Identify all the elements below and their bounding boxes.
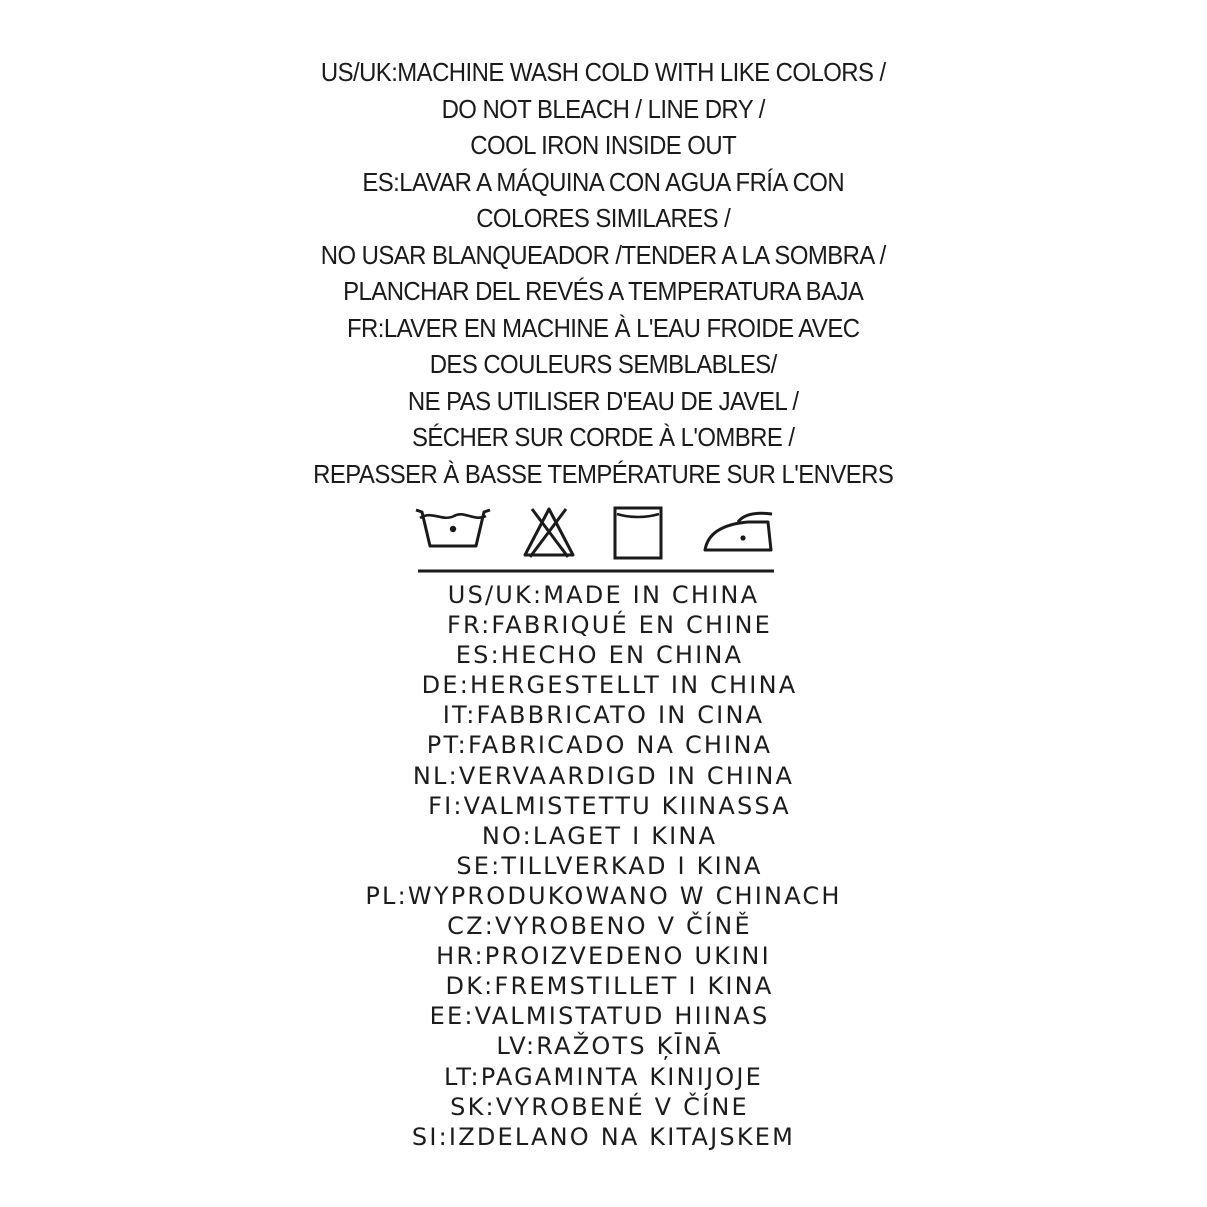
do-not-bleach-icon <box>523 507 575 558</box>
origin-line: US/UK:MADE IN CHINA <box>447 581 760 609</box>
care-line: SÉCHER SUR CORDE À L'OMBRE / <box>411 422 795 452</box>
care-line: DES COULEURS SEMBLABLES/ <box>429 349 778 379</box>
origin-line: ES:HECHO EN CHINA <box>455 641 744 670</box>
care-line: DO NOT BLEACH / LINE DRY / <box>441 93 766 124</box>
care-line: REPASSER À BASSE TEMPÉRATURE SUR L'ENVER… <box>313 458 894 489</box>
wash-cold-icon <box>415 508 491 548</box>
origin-line: NO:LAGET I KINA <box>481 821 718 850</box>
care-line: FR:LAVER EN MACHINE À L'EAU FROIDE AVEC <box>346 312 860 343</box>
origin-line: SK:VYROBENÉ V ČÍNE <box>450 1092 749 1121</box>
care-line: NO USAR BLANQUEADOR /TENDER A LA SOMBRA … <box>320 239 886 270</box>
origin-line: DE:HERGESTELLT IN CHINA <box>421 671 798 700</box>
care-symbols-graphic <box>415 506 774 573</box>
origin-line: IT:FABBRICATO IN CINA <box>442 701 765 730</box>
origin-line: FR:FABRIQUÉ EN CHINE <box>446 611 773 640</box>
origin-line: SE:TILLVERKAD I KINA <box>456 851 763 880</box>
origin-line: PL:WYPRODUKOWANO W CHINACH <box>365 881 842 910</box>
iron-low-icon <box>703 511 773 552</box>
care-symbols <box>0 500 1207 573</box>
country-of-origin: US/UK:MADE IN CHINA FR:FABRIQUÉ EN CHINE… <box>0 580 1207 1152</box>
origin-line: HR:PROIZVEDENO UKINI <box>436 942 771 971</box>
care-line: COLORES SIMILARES / <box>476 203 731 233</box>
care-line: PLANCHAR DEL REVÉS A TEMPERATURA BAJA <box>343 276 864 306</box>
care-line: ES:LAVAR A MÁQUINA CON AGUA FRÍA CON <box>362 166 845 197</box>
origin-line: SI:IZDELANO NA KITAJSKEM <box>411 1122 796 1151</box>
origin-line: DK:FREMSTILLET I KINA <box>445 972 774 1001</box>
origin-line: NL:VERVAARDIGD IN CHINA <box>412 761 795 790</box>
origin-line: EE:VALMISTATUD HIINAS <box>429 1002 770 1031</box>
origin-line: LT:PAGAMINTA KINIJOJE <box>444 1062 763 1091</box>
origin-line: PT:FABRICADO NA CHINA <box>426 731 773 760</box>
origin-line: FI:VALMISTETTU KIINASSA <box>428 791 791 820</box>
origin-line: CZ:VYROBENO V ČÍNĚ <box>447 912 752 941</box>
care-line: US/UK:MACHINE WASH COLD WITH LIKE COLORS… <box>320 57 886 87</box>
care-instructions: US/UK:MACHINE WASH COLD WITH LIKE COLORS… <box>48 54 1158 492</box>
care-line: NE PAS UTILISER D'EAU DE JAVEL / <box>407 385 799 416</box>
care-line: COOL IRON INSIDE OUT <box>470 130 737 160</box>
origin-line: LV:RAŽOTS ĶĪNĀ <box>496 1032 723 1061</box>
line-dry-icon <box>613 506 663 560</box>
